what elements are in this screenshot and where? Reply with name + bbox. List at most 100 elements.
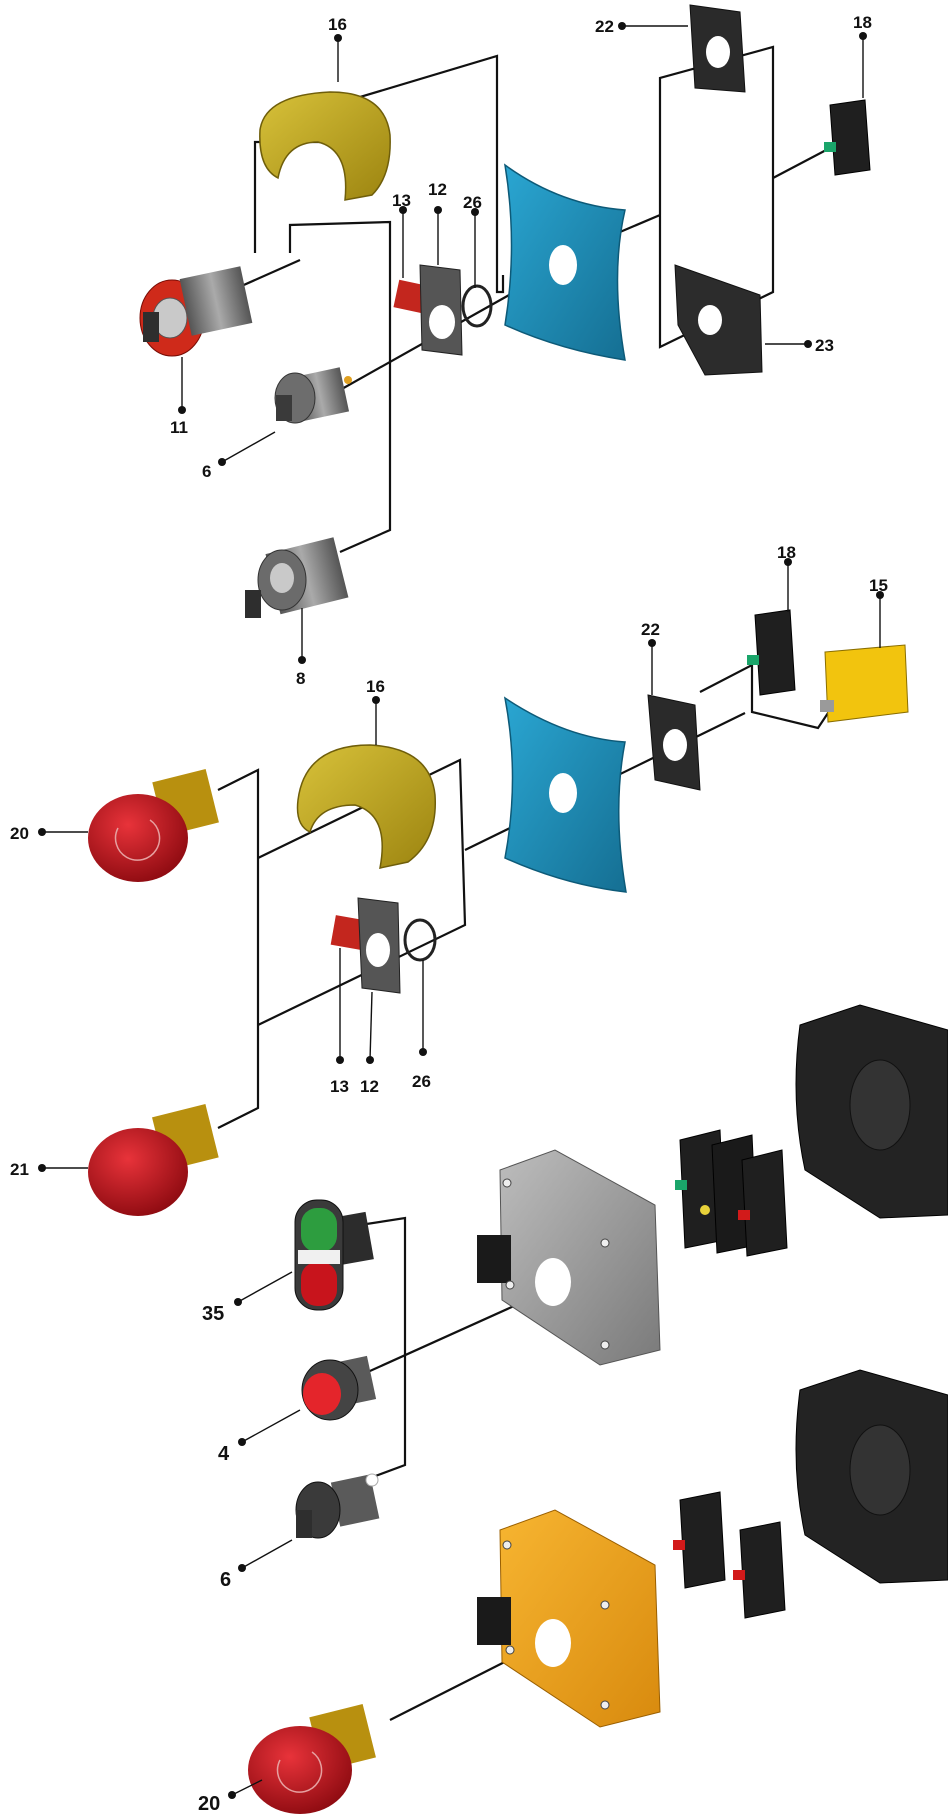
callout-12: 12 — [360, 1077, 379, 1096]
contact-block-red-tab — [738, 1210, 750, 1220]
callout-dot — [218, 458, 226, 466]
legend-holder-hole — [366, 933, 390, 967]
button-legend-strip — [298, 1250, 340, 1264]
cover-screw — [502, 1540, 512, 1550]
callout-dot — [38, 1164, 46, 1172]
callout-dot — [366, 1056, 374, 1064]
legend-holder-hole — [429, 305, 455, 339]
twist-release-arrow — [276, 1751, 323, 1793]
key-switch-key — [245, 590, 261, 618]
key-insert — [143, 312, 159, 342]
selector-handle — [296, 1510, 312, 1538]
cover-screw — [600, 1700, 610, 1710]
enclosure-cavity — [849, 1424, 911, 1516]
connector-line — [699, 663, 831, 730]
assembly-section-2: 18 15 22 16 20 13 12 26 21 — [10, 543, 909, 1216]
callout-dot — [334, 34, 342, 42]
leader-line — [237, 1271, 293, 1303]
callout-26: 26 — [412, 1072, 431, 1091]
contact-block — [739, 1521, 786, 1619]
callout-dot — [336, 1056, 344, 1064]
contact-block-red-tab — [733, 1570, 745, 1580]
enclosure-cover-orange — [499, 1509, 661, 1728]
leader-line — [241, 1539, 293, 1569]
cover-screw — [505, 1645, 515, 1655]
selector-led — [365, 1473, 379, 1487]
contact-holder-hole — [706, 36, 730, 68]
connector-line — [288, 220, 392, 554]
callout-dot — [804, 340, 812, 348]
mushroom-head-red — [88, 1128, 188, 1216]
callout-dot — [859, 32, 867, 40]
callout-dot — [471, 208, 479, 216]
callout-11: 11 — [170, 418, 188, 437]
sealing-ring — [461, 284, 493, 328]
cover-screw — [600, 1238, 610, 1248]
callout-dot — [648, 639, 656, 647]
enclosure-cover-grey — [499, 1149, 661, 1366]
callout-dot — [298, 656, 306, 664]
connector-line — [359, 1216, 407, 1480]
callout-dot — [876, 591, 884, 599]
callout-22: 22 — [641, 620, 660, 639]
cover-screw — [600, 1340, 610, 1350]
mushroom-head-red — [88, 794, 188, 882]
contact-block-terminal — [820, 700, 834, 712]
legend-label-black — [477, 1235, 511, 1283]
contact-block-red-tab — [673, 1540, 685, 1550]
callout-4: 4 — [218, 1443, 230, 1465]
contact-block — [679, 1491, 726, 1589]
callout-dot — [178, 406, 186, 414]
legend-label-black — [477, 1597, 511, 1645]
callout-6: 6 — [202, 462, 211, 481]
twist-release-arrow — [114, 819, 161, 861]
callout-dot — [238, 1564, 246, 1572]
mushroom-head-red — [248, 1726, 352, 1814]
contact-block-green-tab — [675, 1180, 687, 1190]
callout-6: 6 — [220, 1569, 231, 1591]
callout-16: 16 — [328, 15, 347, 34]
sealing-ring — [403, 918, 437, 962]
callout-16: 16 — [366, 677, 385, 696]
gasket-hole — [549, 245, 577, 285]
contact-block-green-tab — [747, 655, 759, 665]
callout-15: 15 — [869, 576, 888, 595]
contact-holder-hole — [663, 729, 687, 761]
callout-13: 13 — [392, 191, 411, 210]
callout-35: 35 — [202, 1303, 224, 1325]
key-switch-cylinder — [270, 563, 294, 593]
selector-switch-body — [330, 1474, 380, 1527]
assembly-section-3: 35 4 6 20 — [198, 1004, 948, 1815]
selector-contact-indicator — [344, 376, 352, 384]
connector-line — [619, 45, 775, 349]
callout-dot — [618, 22, 626, 30]
callout-dot — [228, 1791, 236, 1799]
callout-dot — [38, 828, 46, 836]
leader-line — [241, 1409, 301, 1443]
callout-20: 20 — [198, 1793, 220, 1815]
protective-guard-yellow — [296, 744, 437, 869]
callout-26: 26 — [463, 193, 482, 212]
key-selector-body — [179, 266, 253, 336]
selector-handle — [276, 395, 292, 421]
enclosure-cavity — [849, 1059, 911, 1151]
callout-dot — [399, 206, 407, 214]
enclosure-cover-hole — [535, 1619, 571, 1667]
callout-13: 13 — [330, 1077, 349, 1096]
callout-20: 20 — [10, 824, 29, 843]
callout-23: 23 — [815, 336, 834, 355]
start-button-green — [301, 1208, 337, 1252]
callout-22: 22 — [595, 17, 614, 36]
contact-block-green-tab — [824, 142, 836, 152]
contact-block — [829, 99, 871, 176]
cover-screw — [600, 1600, 610, 1610]
callout-18: 18 — [777, 543, 796, 562]
callout-dot — [434, 206, 442, 214]
callout-dot — [234, 1298, 242, 1306]
callout-dot — [784, 558, 792, 566]
cover-screw — [505, 1280, 515, 1290]
lamp-indicator — [700, 1205, 710, 1215]
leader-line — [231, 1779, 263, 1796]
callout-dot — [238, 1438, 246, 1446]
